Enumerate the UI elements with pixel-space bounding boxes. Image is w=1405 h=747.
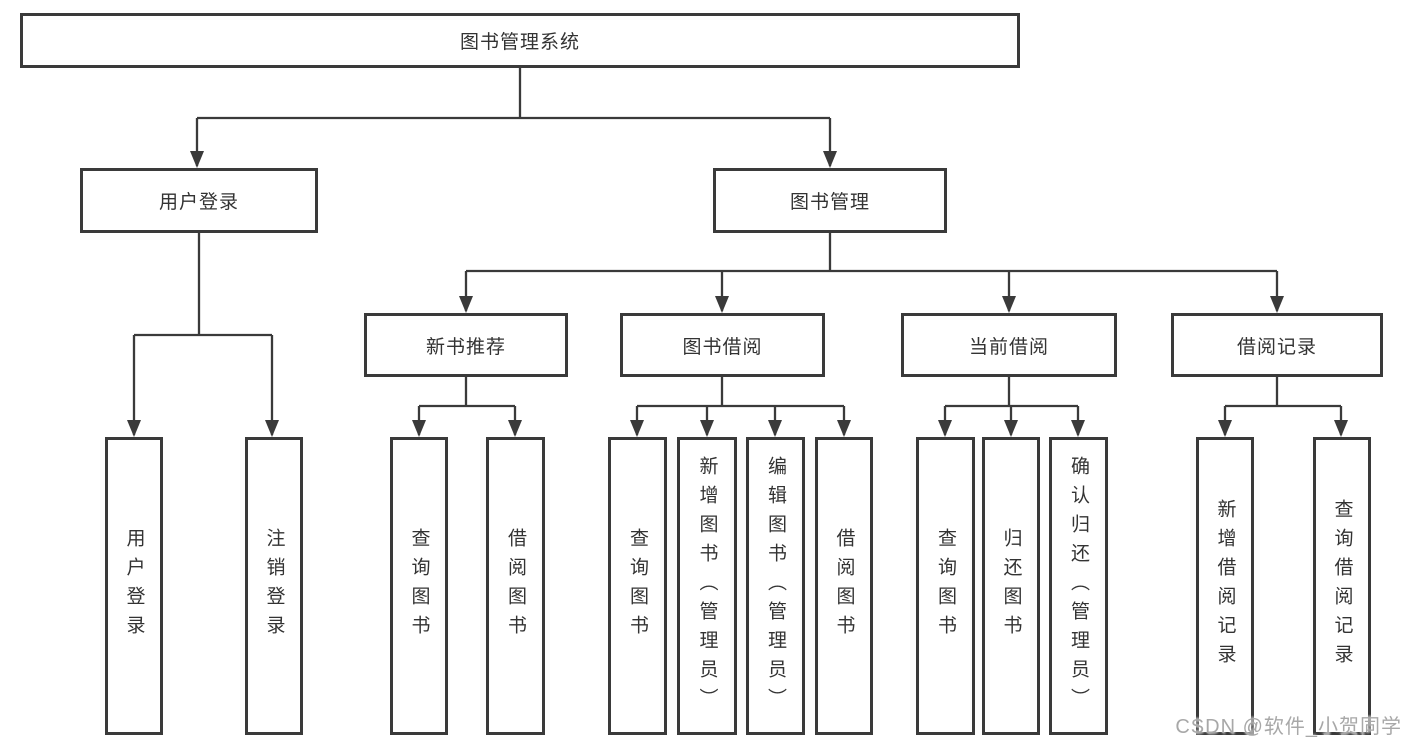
- node-borrow-records: 借阅记录: [1171, 313, 1383, 377]
- leaf-borrow-books-recommend: 借阅图书: [486, 437, 545, 735]
- csdn-watermark: CSDN @软件_小贺同学: [1175, 716, 1402, 738]
- leaf-add-book-admin: 新增图书（管理员）: [677, 437, 737, 735]
- leaf-add-borrow-record: 新增借阅记录: [1196, 437, 1254, 735]
- node-current-borrow: 当前借阅: [901, 313, 1117, 377]
- leaf-borrow-books: 借阅图书: [815, 437, 873, 735]
- leaf-edit-book-admin: 编辑图书（管理员）: [746, 437, 805, 735]
- leaf-return-book: 归还图书: [982, 437, 1040, 735]
- leaf-logout: 注销登录: [245, 437, 303, 735]
- leaf-query-books-borrow: 查询图书: [608, 437, 667, 735]
- node-library-system: 图书管理系统: [20, 13, 1020, 68]
- leaf-user-login: 用户登录: [105, 437, 163, 735]
- node-user-login: 用户登录: [80, 168, 318, 233]
- node-new-book-recommend: 新书推荐: [364, 313, 568, 377]
- leaf-query-books-recommend: 查询图书: [390, 437, 448, 735]
- node-book-management: 图书管理: [713, 168, 947, 233]
- node-book-borrow: 图书借阅: [620, 313, 825, 377]
- leaf-query-books-current: 查询图书: [916, 437, 975, 735]
- leaf-confirm-return-admin: 确认归还（管理员）: [1049, 437, 1108, 735]
- leaf-query-borrow-record: 查询借阅记录: [1313, 437, 1371, 735]
